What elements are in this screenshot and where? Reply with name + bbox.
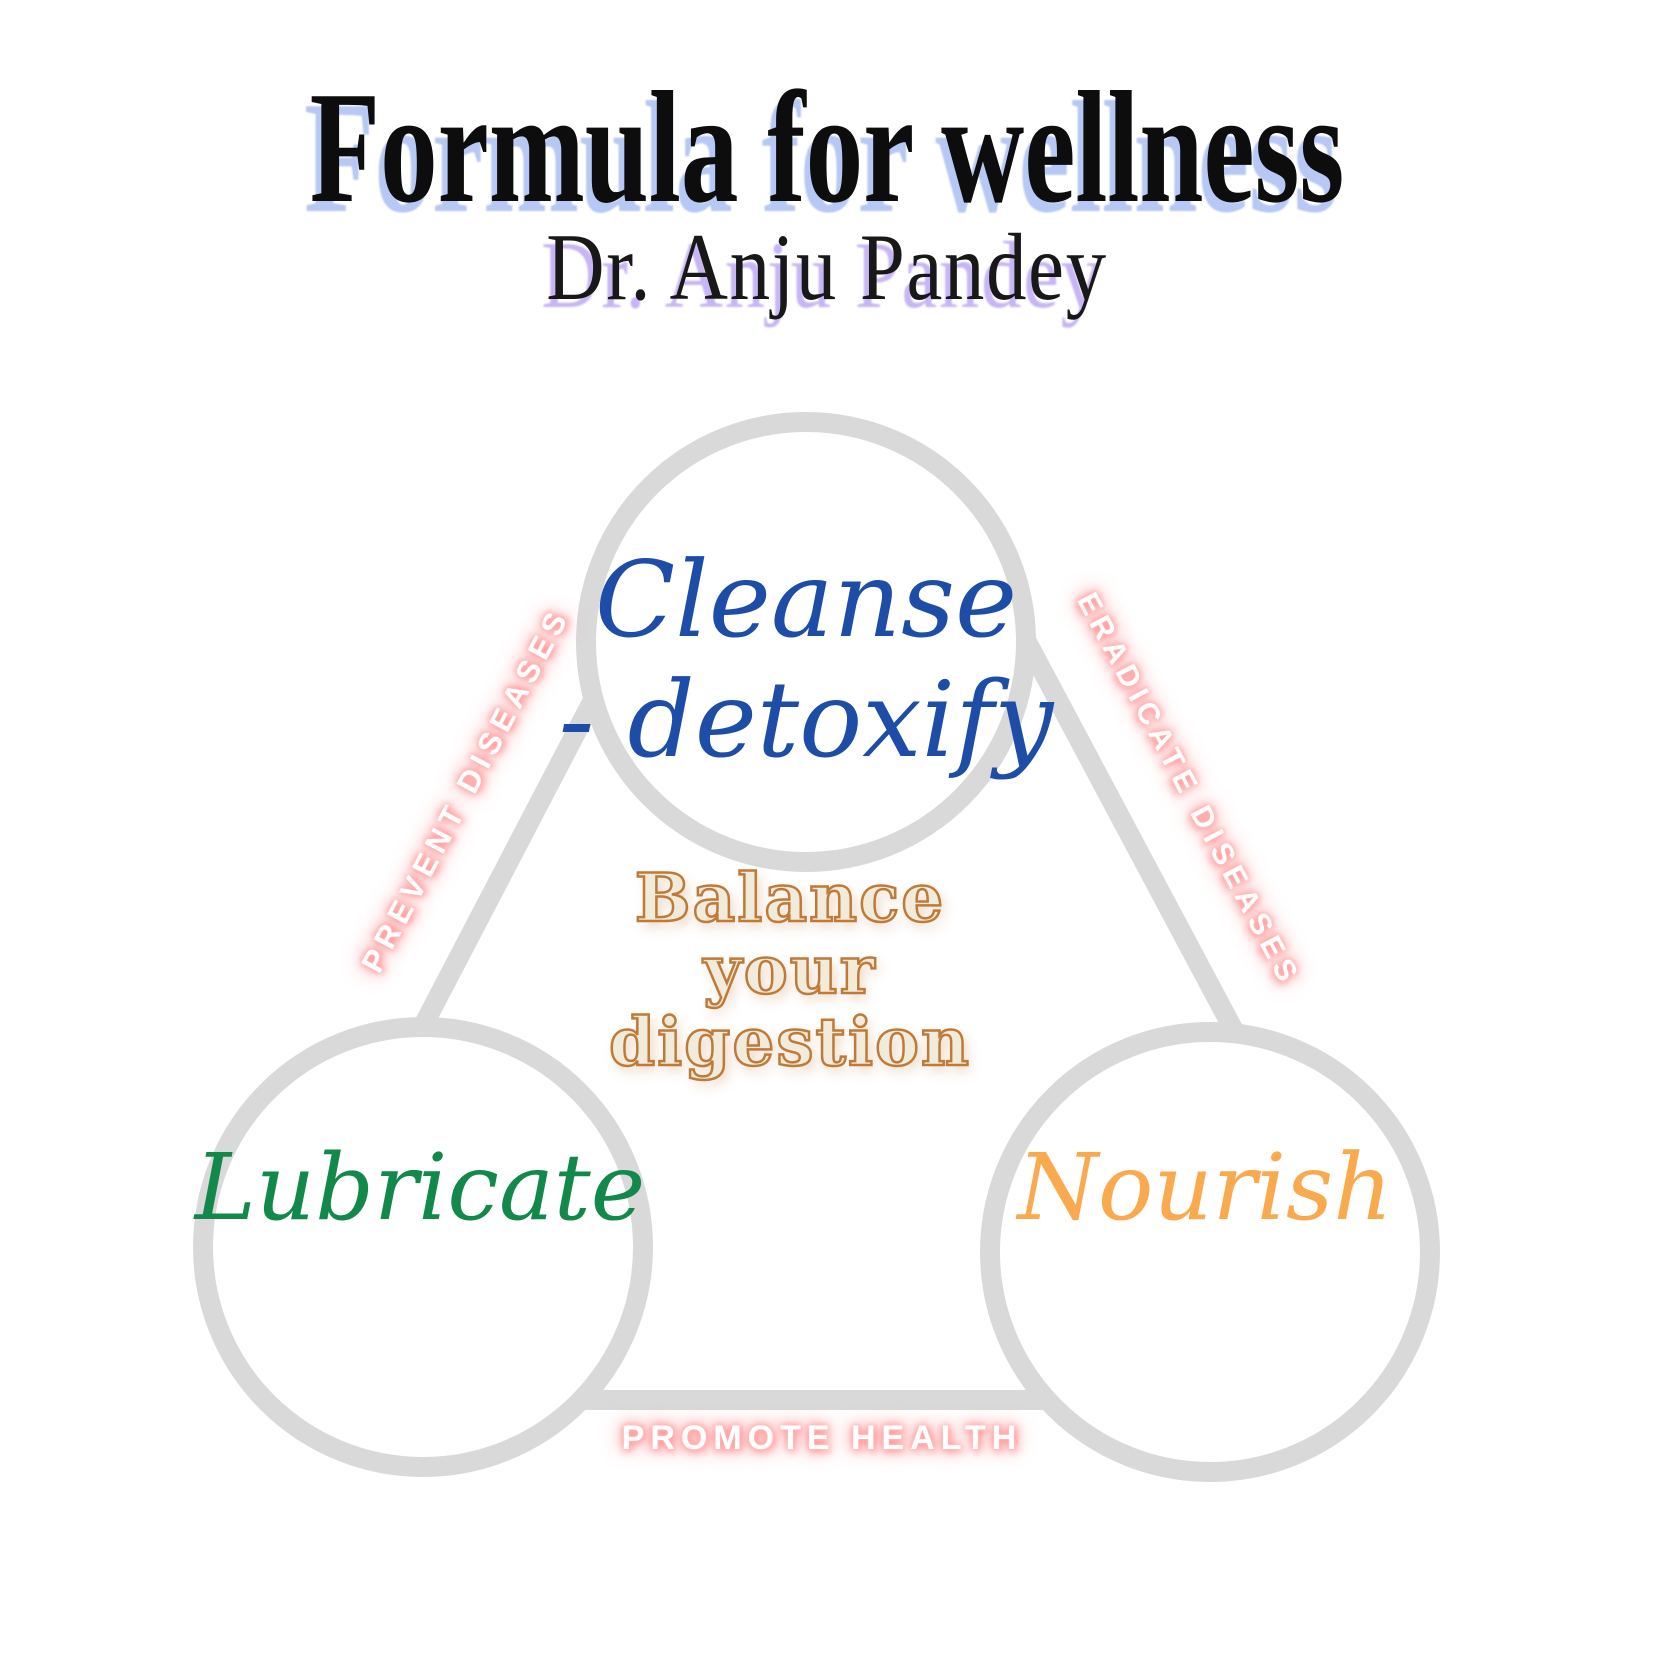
- edge-label-promote-health: PROMOTE HEALTH: [621, 1419, 1023, 1457]
- node-circle-cleanse: [576, 412, 1036, 872]
- node-label-cleanse: Cleanse - detoxify: [486, 540, 1126, 780]
- node-label-lubricate: Lubricate: [194, 1134, 646, 1241]
- center-line3: digestion: [608, 1003, 972, 1081]
- page-title: Formula for wellness: [309, 58, 1345, 236]
- node-circle-nourish: [980, 1022, 1440, 1482]
- center-line1: Balance: [633, 859, 946, 937]
- triangle-edge-right: [1001, 605, 1264, 1075]
- node-circle-lubricate: [193, 1017, 653, 1477]
- node-label-nourish: Nourish: [1017, 1134, 1393, 1241]
- center-line2: your: [702, 931, 877, 1009]
- cleanse-line2: - detoxify: [558, 659, 1054, 781]
- page-subtitle: Dr. Anju Pandey: [546, 214, 1108, 320]
- cleanse-line1: Cleanse: [594, 539, 1018, 661]
- center-message: Balance your digestion: [490, 859, 1090, 1081]
